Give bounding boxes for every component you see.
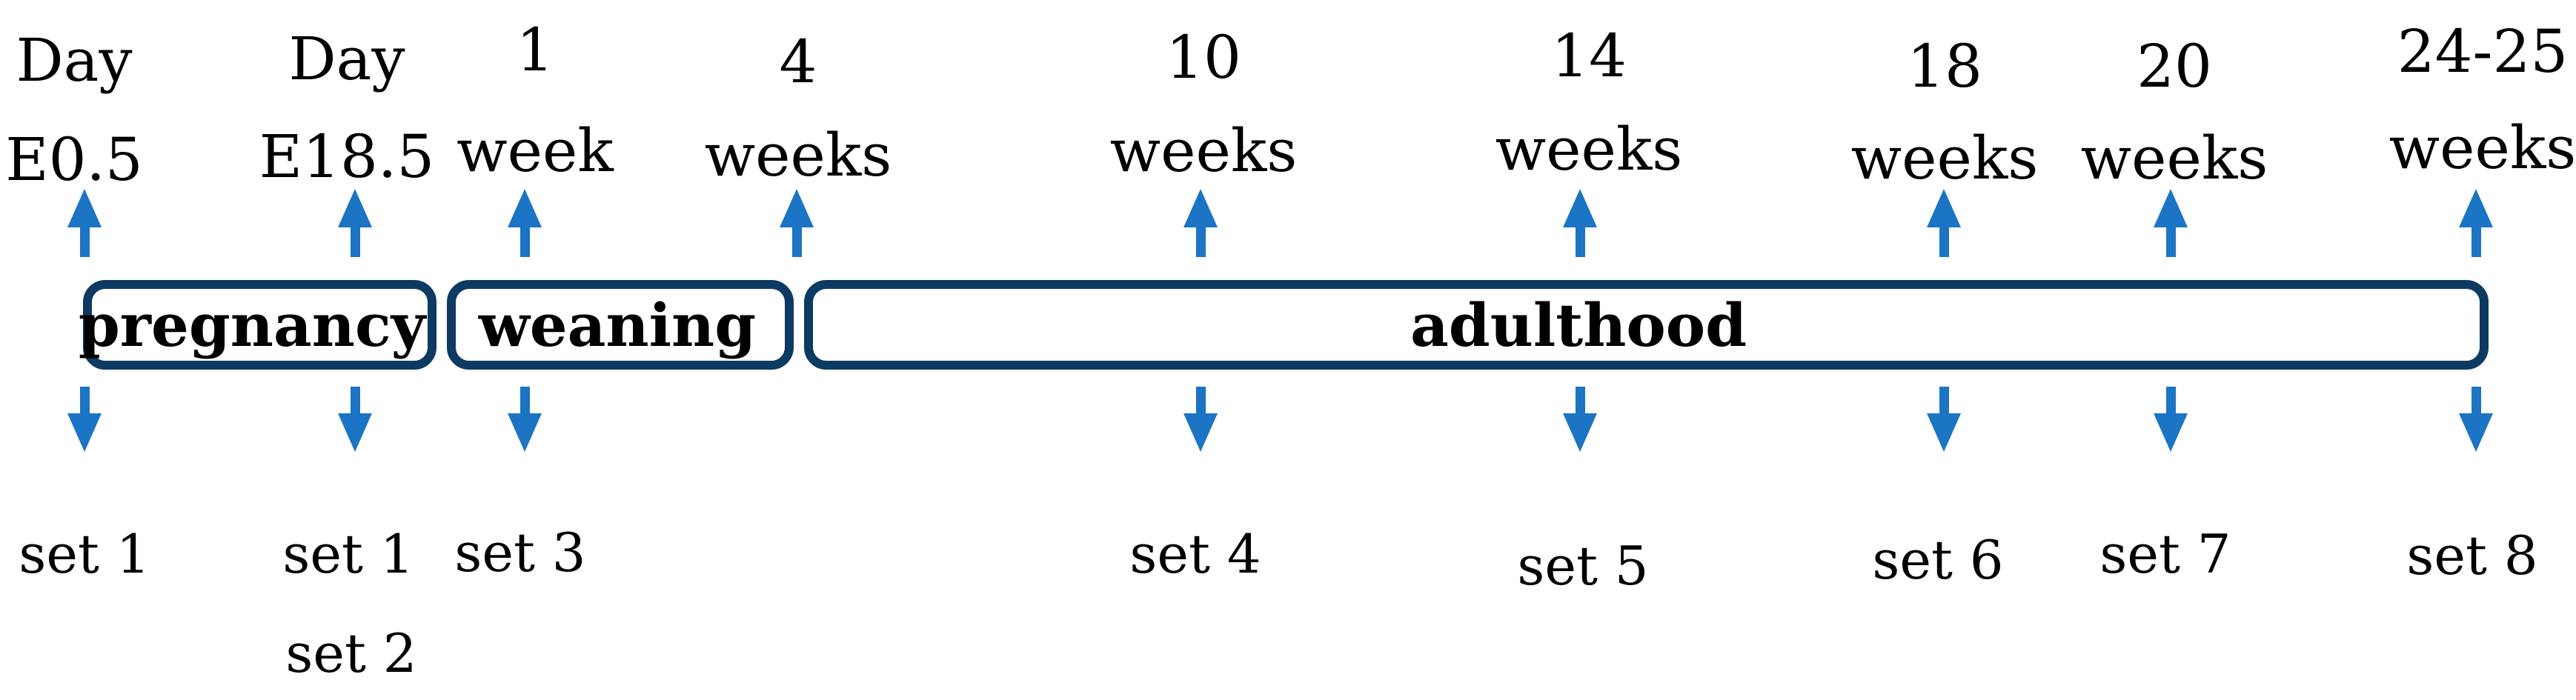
timepoint-label-line2: E0.5 xyxy=(5,125,143,194)
timepoint-label-line2: weeks xyxy=(704,121,892,190)
timepoint-label-line1: 14 xyxy=(1551,21,1627,90)
timepoint-label-line2: weeks xyxy=(2389,113,2576,182)
timepoint-label-line1: Day xyxy=(16,26,133,95)
down-arrow-icon xyxy=(508,387,542,452)
up-arrow-icon xyxy=(338,189,372,257)
period-label-weaning: weaning xyxy=(478,290,757,360)
period-label-pregnancy: pregnancy xyxy=(78,290,426,360)
timepoint-label-line1: 1 xyxy=(516,16,554,84)
down-arrow-icon xyxy=(2154,387,2188,452)
up-arrow-icon xyxy=(67,189,102,257)
timepoint-label-line2: weeks xyxy=(1109,116,1298,185)
set-label-weeks-18-0: set 6 xyxy=(1872,529,2004,591)
timepoint-label-line2: weeks xyxy=(1495,115,1683,184)
timepoint-label-line2: E18.5 xyxy=(259,122,435,191)
set-label-week-1-0: set 3 xyxy=(454,521,586,584)
set-label-e18-5-0: set 1 xyxy=(282,523,414,585)
period-box-adulthood: adulthood xyxy=(804,280,2489,370)
timepoint-label-line2: week xyxy=(457,116,614,185)
down-arrow-icon xyxy=(1927,387,1961,452)
down-arrow-icon xyxy=(2459,387,2493,452)
set-label-weeks-14-0: set 5 xyxy=(1517,535,1649,597)
timepoint-label-line1: 10 xyxy=(1166,23,1241,92)
timepoint-label-line1: 20 xyxy=(2137,32,2212,101)
timepoint-label-line1: 24-25 xyxy=(2397,17,2569,86)
timepoint-label-line1: 18 xyxy=(1907,32,1982,101)
set-label-e18-5-1: set 2 xyxy=(285,622,417,684)
timepoint-label-line1: Day xyxy=(288,24,405,93)
timepoint-label-line2: weeks xyxy=(1850,124,2039,193)
period-box-weaning: weaning xyxy=(447,280,794,370)
up-arrow-icon xyxy=(1184,189,1218,257)
down-arrow-icon xyxy=(1184,387,1218,452)
timepoint-label-line2: weeks xyxy=(2080,124,2268,193)
up-arrow-icon xyxy=(2459,189,2493,257)
up-arrow-icon xyxy=(1927,189,1961,257)
period-label-adulthood: adulthood xyxy=(1410,290,1747,360)
set-label-weeks-20-0: set 7 xyxy=(2099,523,2231,585)
down-arrow-icon xyxy=(338,387,372,452)
up-arrow-icon xyxy=(2154,189,2188,257)
set-label-weeks-10-0: set 4 xyxy=(1129,523,1261,585)
down-arrow-icon xyxy=(1563,387,1597,452)
down-arrow-icon xyxy=(67,387,102,452)
up-arrow-icon xyxy=(1563,189,1597,257)
up-arrow-icon xyxy=(508,189,542,257)
timepoint-label-line1: 4 xyxy=(779,27,817,96)
period-box-pregnancy: pregnancy xyxy=(79,280,436,370)
set-label-e0-5-0: set 1 xyxy=(19,523,150,585)
up-arrow-icon xyxy=(780,189,814,257)
set-label-weeks-24-25-0: set 8 xyxy=(2406,524,2538,587)
